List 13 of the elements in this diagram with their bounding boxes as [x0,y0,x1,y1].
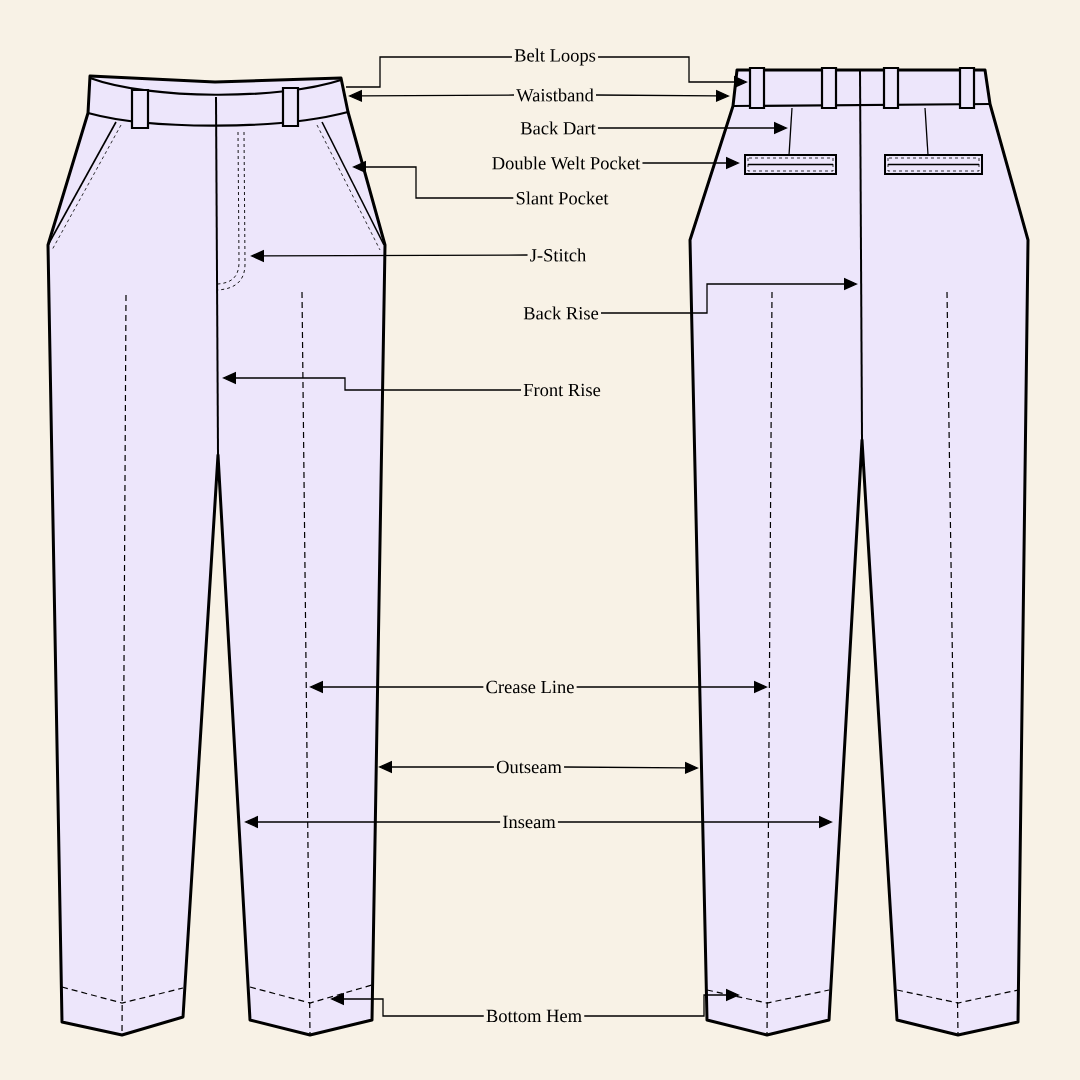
callout-label: Waistband [516,88,594,102]
callout-label: Front Rise [523,383,601,397]
callout-label: Inseam [502,815,556,829]
callout-label: Crease Line [486,680,574,694]
callout-label: Belt Loops [514,48,596,66]
callout-label: Outseam [496,760,562,774]
callout-label: Double Welt Pocket [492,156,641,170]
callout-label: J-Stitch [530,248,587,262]
callout-label: Bottom Hem [486,1009,582,1023]
callout-label: Slant Pocket [516,191,609,205]
callout-label: Back Rise [523,306,599,320]
leader-line [345,56,513,88]
callout-label: Back Dart [520,121,596,135]
